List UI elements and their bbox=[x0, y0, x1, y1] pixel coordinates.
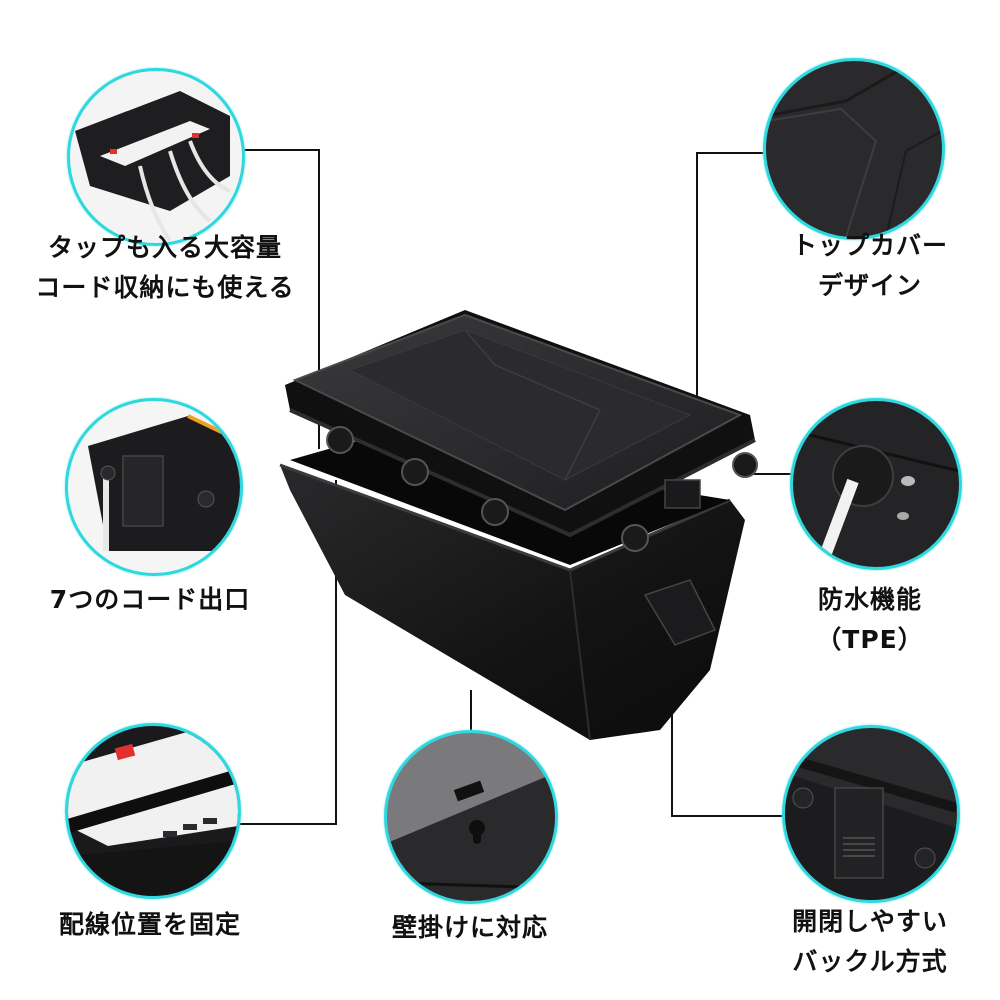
feature-label-waterproof: 防水機能 （TPE） bbox=[740, 580, 1000, 660]
feature-label-top-cover: トップカバー デザイン bbox=[740, 226, 1000, 306]
connector-buckle-h bbox=[671, 815, 786, 817]
product-image-cable-box bbox=[270, 300, 790, 750]
feature-label-buckle: 開閉しやすい バックル方式 bbox=[740, 902, 1000, 982]
keyhole-slot-icon bbox=[387, 773, 555, 901]
buckle-latch-closeup-icon bbox=[785, 753, 957, 900]
feature-label-line: トップカバー bbox=[791, 231, 948, 260]
connector-waterproof-h bbox=[745, 473, 795, 475]
feature-label-line: コード収納にも使える bbox=[35, 273, 295, 302]
cable-box-illustration bbox=[279, 310, 758, 741]
feature-image-fixed-wiring bbox=[65, 723, 241, 899]
feature-label-line: 防水機能 bbox=[817, 585, 922, 614]
feature-label-line: 7つのコード出口 bbox=[49, 585, 251, 614]
feature-label-large-capacity: タップも入る大容量 コード収納にも使える bbox=[20, 228, 310, 308]
feature-image-cord-outlets bbox=[65, 398, 243, 576]
feature-image-large-capacity bbox=[67, 68, 245, 246]
feature-label-line: 壁掛けに対応 bbox=[391, 913, 548, 942]
connector-top-cover-h bbox=[696, 152, 766, 154]
feature-label-line: デザイン bbox=[817, 271, 922, 300]
connector-fixed-wiring-h bbox=[238, 823, 337, 825]
feature-label-cord-outlets: 7つのコード出口 bbox=[20, 580, 280, 620]
feature-label-fixed-wiring: 配線位置を固定 bbox=[20, 905, 280, 945]
feature-image-top-cover bbox=[763, 58, 945, 240]
feature-label-line: （TPE） bbox=[816, 625, 924, 654]
connector-large-capacity-v bbox=[318, 149, 320, 449]
connector-top-cover-v bbox=[696, 152, 698, 397]
connector-buckle-v bbox=[671, 660, 673, 817]
feature-label-line: バックル方式 bbox=[792, 947, 948, 976]
feature-label-line: 配線位置を固定 bbox=[58, 910, 241, 939]
feature-image-waterproof bbox=[790, 398, 962, 570]
power-strip-clamp-closeup-icon bbox=[68, 726, 238, 896]
buckle-cord-closeup-icon bbox=[88, 414, 240, 551]
open-box-power-strip-icon bbox=[75, 91, 231, 243]
connector-large-capacity-h bbox=[238, 149, 320, 151]
connector-fixed-wiring-v bbox=[335, 480, 337, 825]
feature-label-line: タップも入る大容量 bbox=[47, 233, 282, 262]
feature-image-wall-mount bbox=[384, 730, 558, 904]
feature-label-wall-mount: 壁掛けに対応 bbox=[350, 908, 590, 948]
feature-image-buckle bbox=[782, 725, 960, 903]
connector-wall-mount-v bbox=[470, 690, 472, 732]
feature-label-line: 開閉しやすい bbox=[792, 907, 948, 936]
tpe-grommet-closeup-icon bbox=[793, 429, 959, 564]
lid-surface-texture-icon bbox=[766, 64, 942, 237]
